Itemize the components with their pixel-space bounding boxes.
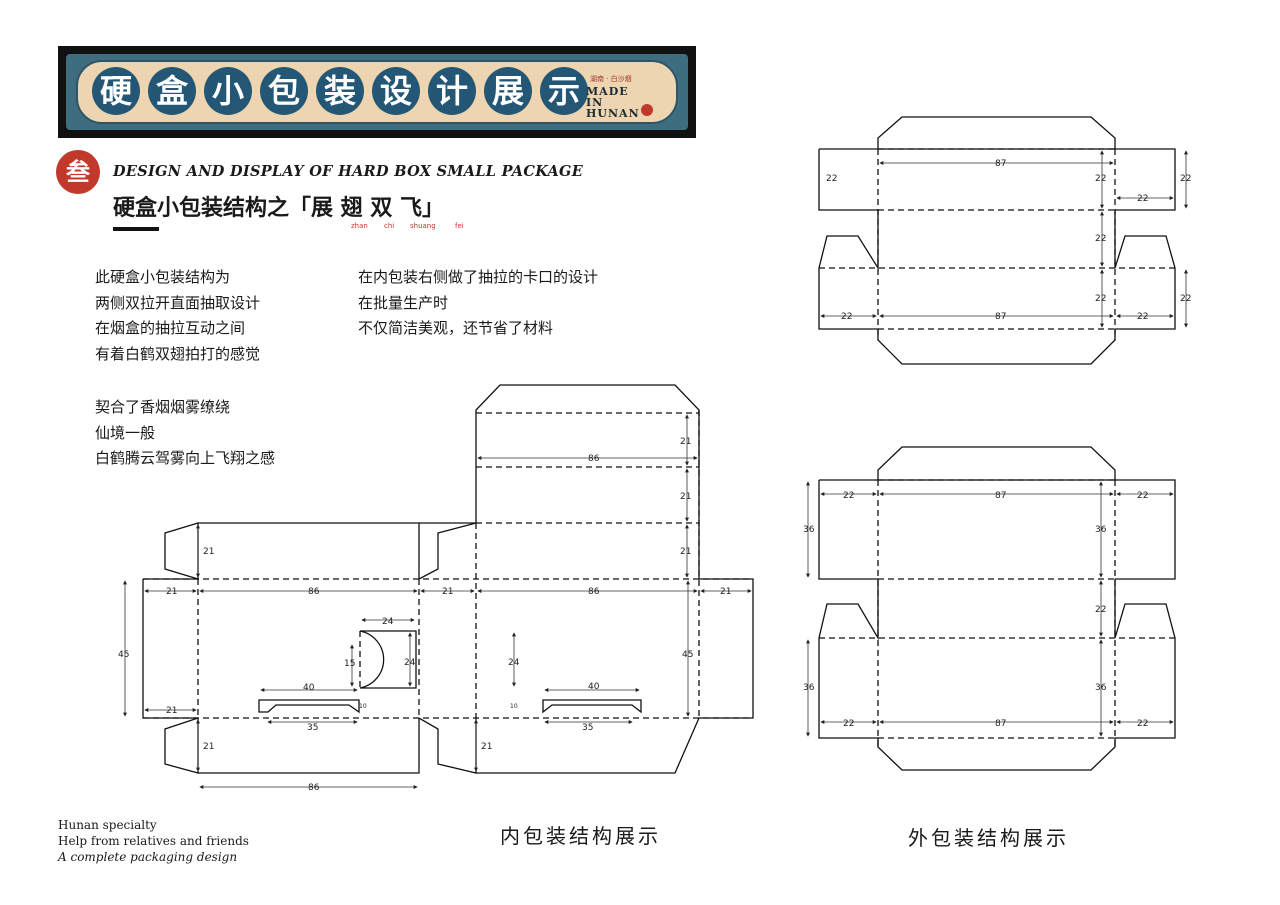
section-seal: 叁 (56, 150, 100, 194)
desc-line: 在烟盒的抽拉互动之间 (95, 319, 246, 337)
dim-label: 21 (720, 587, 731, 597)
dim-label: 21 (166, 587, 177, 597)
desc-line: 两侧双拉开直面抽取设计 (95, 293, 261, 312)
dim-label: 36 (803, 683, 815, 693)
dim-label: 21 (680, 437, 691, 447)
title-char: 盒 (148, 67, 196, 115)
dim-label: 10 (510, 703, 518, 710)
dim-label: 24 (508, 658, 520, 668)
dim-label: 21 (166, 706, 177, 716)
dim-label: 22 (1095, 605, 1106, 615)
footer: Hunan specialty Help from relatives and … (58, 817, 249, 865)
dim-label: 45 (682, 650, 693, 660)
title-char: 示 (540, 67, 588, 115)
made-line: HUNAN (586, 107, 640, 120)
dim-label: 86 (308, 783, 320, 793)
desc-line: 白鹤腾云驾雾向上飞翔之感 (95, 449, 276, 467)
footer-line: A complete packaging design (58, 850, 238, 864)
outer-bottom-fold-lines (819, 479, 1175, 747)
dim-label: 22 (1137, 194, 1148, 204)
dim-label: 35 (307, 723, 318, 733)
desc-line: 在内包装右侧做了抽拉的卡口的设计 (358, 268, 599, 286)
dim-label: 22 (1137, 719, 1148, 729)
title-char: 包 (260, 67, 308, 115)
dim-label: 22 (1137, 491, 1148, 501)
dim-label: 36 (803, 525, 815, 535)
pinyin: zhan (351, 222, 368, 230)
description-left: 此硬盒小包装结构为 两侧双拉开直面抽取设计 在烟盒的抽拉互动之间 有着白鹤双翅拍… (95, 265, 260, 367)
desc-line: 在批量生产时 (358, 293, 449, 312)
footer-line: Help from relatives and friends (58, 834, 249, 848)
title-char: 装 (316, 67, 364, 115)
inner-fold-lines (143, 410, 753, 719)
dim-label: 87 (995, 719, 1006, 729)
dim-label: 86 (308, 587, 320, 597)
dim-label: 22 (1095, 174, 1106, 184)
pinyin: shuang (410, 222, 436, 230)
dim-label: 87 (995, 159, 1006, 169)
title-banner: 硬 盒 小 包 装 设 计 展 示 (58, 46, 696, 138)
title-char: 计 (428, 67, 476, 115)
dim-label: 22 (843, 491, 854, 501)
red-seal-icon (641, 104, 653, 116)
dim-label: 22 (1180, 294, 1191, 304)
dimension-lines (123, 150, 1188, 789)
dim-label: 40 (588, 682, 600, 692)
dim-label: 22 (841, 312, 852, 322)
dim-label: 24 (404, 658, 416, 668)
dim-label: 22 (1095, 234, 1106, 244)
made-in-hunan: MADE IN HUNAN (586, 86, 640, 119)
dim-label: 21 (680, 547, 691, 557)
desc-line: 契合了香烟烟雾缭绕 (95, 398, 231, 416)
desc-line: 仙境一般 (95, 423, 156, 442)
dim-label: 36 (1095, 683, 1107, 693)
dim-label: 86 (588, 454, 600, 464)
dim-label: 22 (1137, 312, 1148, 322)
dim-label: 21 (203, 547, 214, 557)
footer-line: Hunan specialty (58, 818, 157, 832)
english-title: DESIGN AND DISPLAY OF HARD BOX SMALL PAC… (113, 163, 584, 180)
dim-label: 21 (680, 492, 691, 502)
dim-label: 22 (1180, 174, 1191, 184)
inner-caption: 内包装结构展示 (500, 824, 661, 848)
chinese-title: 硬盒小包装结构之「展 翅 双 飞」 (113, 196, 444, 221)
outer-bottom-dieline (818, 446, 1176, 771)
title-char: 展 (484, 67, 532, 115)
outer-top-fold-lines (819, 148, 1175, 340)
dim-label: 21 (442, 587, 453, 597)
dim-label: 86 (588, 587, 600, 597)
description-right: 在内包装右侧做了抽拉的卡口的设计 在批量生产时 不仅简洁美观，还节省了材料 (358, 265, 598, 342)
dim-label: 24 (382, 617, 394, 627)
desc-line: 此硬盒小包装结构为 (95, 268, 231, 286)
dim-label: 35 (582, 723, 593, 733)
description-left-2: 契合了香烟烟雾缭绕 仙境一般 白鹤腾云驾雾向上飞翔之感 (95, 395, 275, 472)
place-label: 湖南 · 白沙烟 (590, 75, 632, 83)
pinyin: chi (384, 222, 395, 230)
dim-label: 15 (344, 659, 355, 669)
made-line: IN (586, 96, 604, 109)
desc-line: 不仅简洁美观，还节省了材料 (358, 319, 554, 337)
dim-label: 21 (203, 742, 214, 752)
dim-label: 45 (118, 650, 129, 660)
made-line: MADE (586, 85, 629, 98)
dimension-labels: 21 86 21 86 21 21 45 45 86 86 21 21 21 2… (118, 159, 1191, 793)
dim-label: 22 (843, 719, 854, 729)
dim-label: 87 (995, 491, 1006, 501)
dim-label: 10 (359, 703, 367, 710)
title-char: 设 (372, 67, 420, 115)
dim-label: 40 (303, 683, 315, 693)
outer-top-dieline (818, 116, 1176, 365)
title-char: 小 (204, 67, 252, 115)
desc-line: 有着白鹤双翅拍打的感觉 (95, 344, 261, 363)
dim-label: 22 (1095, 294, 1106, 304)
pinyin: fei (455, 222, 464, 230)
outer-caption: 外包装结构展示 (908, 826, 1069, 850)
title-char: 硬 (92, 67, 140, 115)
dim-label: 21 (481, 742, 492, 752)
title-underline (113, 227, 159, 231)
dim-label: 87 (995, 312, 1006, 322)
dim-label: 36 (1095, 525, 1107, 535)
dim-label: 22 (826, 174, 837, 184)
